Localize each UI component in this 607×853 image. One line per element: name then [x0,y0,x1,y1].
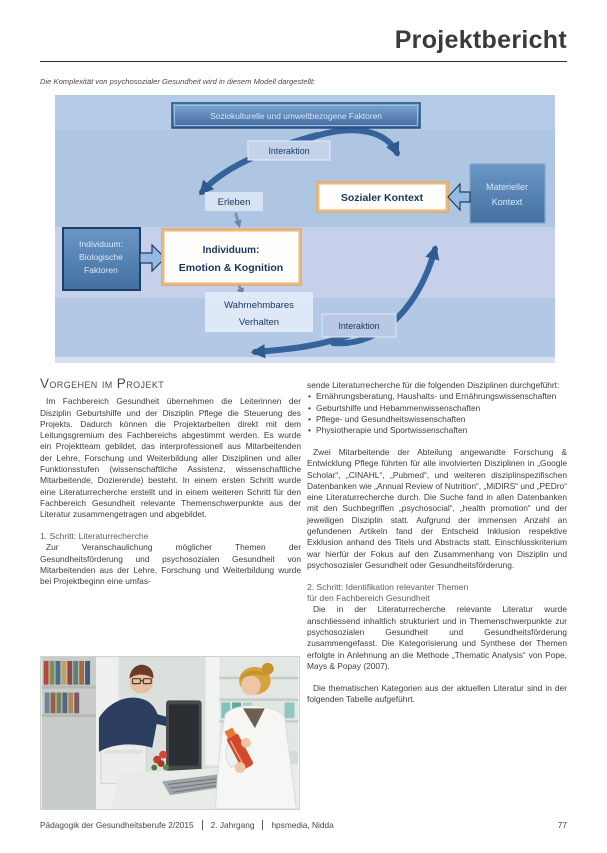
footer: Pädagogik der Gesundheitsberufe 2/2015 2… [40,820,567,830]
footer-publisher: hpsmedia, Nidda [271,820,334,830]
factor-box: Soziokulturelle und umweltbezogene Fakto… [171,102,421,129]
individual-bio-box: Individuum: Biologische Faktoren [62,227,141,291]
interaction-label-bottom: Interaktion [321,313,397,338]
right-column: sende Literaturrecherche für die folgend… [307,380,567,716]
interaction-arrow-bottom-right [330,244,440,347]
hand [241,737,251,748]
svg-text:Sozialer Kontext: Sozialer Kontext [341,192,424,204]
person-right [214,662,297,809]
footer-journal: Pädagogik der Gesundheitsberufe 2/2015 [40,820,194,830]
list-item: Ernährungsberatung, Haushalts- und Ernäh… [307,391,567,403]
footer-separator [262,820,264,830]
paragraph-2: Zur Veranschaulichung möglicher Themen d… [40,542,301,587]
paragraph-3: sende Literaturrecherche für die folgend… [307,380,560,390]
svg-text:Wahrnehmbares: Wahrnehmbares [224,300,294,311]
glasses-icon [131,678,152,685]
page-number: 77 [557,820,567,830]
page-title: Projektbericht [394,26,567,54]
paragraph-4: Zwei Mitarbeitende der Abteilung angewan… [307,446,567,570]
factor-box-label: Soziokulturelle und umweltbezogene Fakto… [210,111,382,121]
connector-arrow-verhalten [236,283,245,296]
hand [234,762,246,773]
paragraph-6: Die thematischen Kategorien aus der aktu… [307,682,567,704]
connector-arrow-erleben [234,212,242,229]
block-arrow-left-icon [447,182,471,212]
svg-text:Biologische: Biologische [79,252,123,262]
svg-text:Interaktion: Interaktion [268,146,309,156]
perceivable-behavior-label: Wahrnehmbares Verhalten [205,292,313,332]
list-item: Pflege- und Gesundheitswissenschaften [307,414,567,426]
subheading-2-line1: 2. Schritt: Identifikation relevanter Th… [307,581,469,592]
wall-divider [205,657,220,766]
model-diagram: Soziokulturelle und umweltbezogene Fakto… [55,95,555,363]
face [129,669,154,694]
svg-text:Materieller: Materieller [486,182,528,192]
interaction-label-top: Interaktion [247,140,331,161]
figure-caption: Die Komplexität von psychosozialer Gesun… [40,77,316,86]
svg-text:Faktoren: Faktoren [84,265,118,275]
monitor [166,700,202,778]
erleben-label: Erleben [205,192,263,211]
interaction-arrow-top-right [299,127,400,157]
title-rule [40,61,567,62]
section-heading: Vorgehen im Projekt [40,376,165,391]
footer-separator [201,820,203,830]
individual-emotion-box: Individuum: Emotion & Kognition [161,228,302,286]
red-bottle [224,727,253,770]
face [241,675,261,696]
subheading-2-line2: für den Fachbereich Gesundheit [307,593,430,604]
svg-text:Verhalten: Verhalten [239,317,279,328]
bullet-list: Ernährungsberatung, Haushalts- und Ernäh… [307,391,567,436]
paragraph-1: Im Fachbereich Gesundheit übernehmen die… [40,396,301,520]
photo [40,656,300,810]
shelf-left [41,657,99,809]
material-context-box: Materieller Kontext [469,163,546,224]
list-item: Geburtshilfe und Hebammenwissenschaften [307,403,567,415]
svg-text:Erleben: Erleben [218,197,251,208]
svg-text:Individuum:: Individuum: [203,245,260,256]
hair [129,664,154,679]
left-column: Vorgehen im Projekt Im Fachbereich Gesun… [40,376,301,588]
lab-coat [214,705,297,809]
subheading-1: 1. Schritt: Literaturrecherche [40,531,149,542]
paragraph-5: Die in der Literaturrecherche relevante … [307,604,567,671]
svg-text:Individuum:: Individuum: [79,239,123,249]
social-context-box: Sozialer Kontext [316,181,449,213]
list-item: Physiotherapie und Sportwissenschaften [307,425,567,437]
svg-text:Interaktion: Interaktion [338,321,379,331]
block-arrow-right-icon [139,243,166,273]
footer-volume: 2. Jahrgang [210,820,255,830]
flowers [151,750,170,771]
svg-text:Kontext: Kontext [492,197,523,207]
svg-text:Emotion & Kognition: Emotion & Kognition [179,262,283,274]
